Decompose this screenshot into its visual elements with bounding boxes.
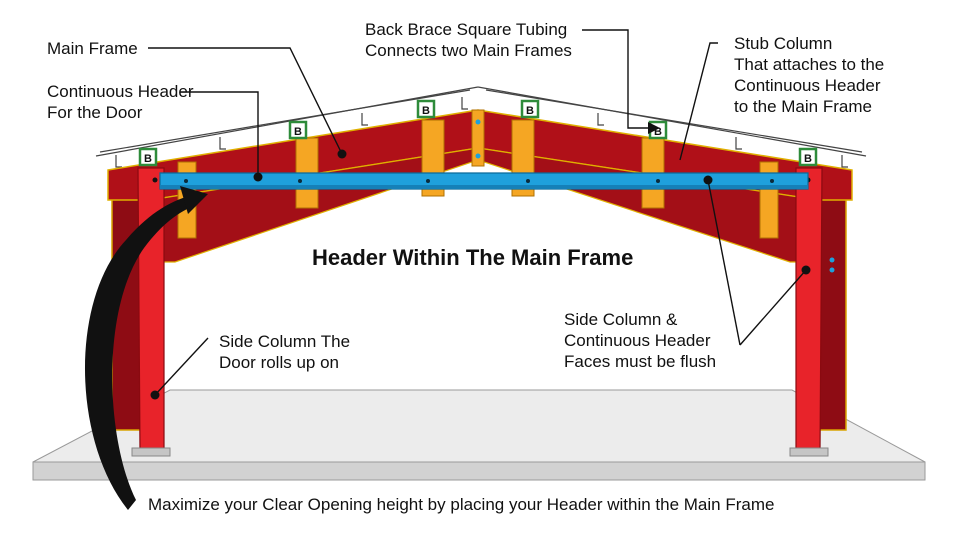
back-brace-square-tubing <box>472 110 484 166</box>
label-side-column: Side Column The <box>219 332 350 351</box>
label-stub-column-4: to the Main Frame <box>734 97 872 116</box>
svg-text:B: B <box>144 153 152 165</box>
label-continuous-header-sub: For the Door <box>47 103 143 122</box>
label-stub-column-2: That attaches to the <box>734 55 884 74</box>
label-back-brace: Back Brace Square Tubing <box>365 20 567 39</box>
back-brace-leader <box>582 30 650 128</box>
label-side-column-sub: Door rolls up on <box>219 353 339 372</box>
caption: Maximize your Clear Opening height by pl… <box>148 495 774 514</box>
svg-text:B: B <box>294 126 302 138</box>
bracket-badge: B <box>522 101 538 117</box>
bracket-badge: B <box>418 101 434 117</box>
svg-text:B: B <box>804 153 812 165</box>
label-stub-column: Stub Column <box>734 34 832 53</box>
diagram-title: Header Within The Main Frame <box>312 245 633 270</box>
bracket-badge: B <box>290 122 306 138</box>
side-column-right <box>796 168 822 452</box>
svg-text:B: B <box>526 105 534 117</box>
label-flush-2: Continuous Header <box>564 331 711 350</box>
label-continuous-header: Continuous Header <box>47 82 194 101</box>
svg-text:B: B <box>422 105 430 117</box>
label-stub-column-3: Continuous Header <box>734 76 881 95</box>
bracket-badge: B <box>140 149 156 165</box>
label-flush-3: Faces must be flush <box>564 352 716 371</box>
stub-column-leader <box>680 43 718 160</box>
concrete-slab <box>33 390 925 480</box>
bracket-badge: B <box>800 149 816 165</box>
label-flush: Side Column & <box>564 310 678 329</box>
label-main-frame: Main Frame <box>47 39 138 58</box>
label-back-brace-sub: Connects two Main Frames <box>365 41 572 60</box>
